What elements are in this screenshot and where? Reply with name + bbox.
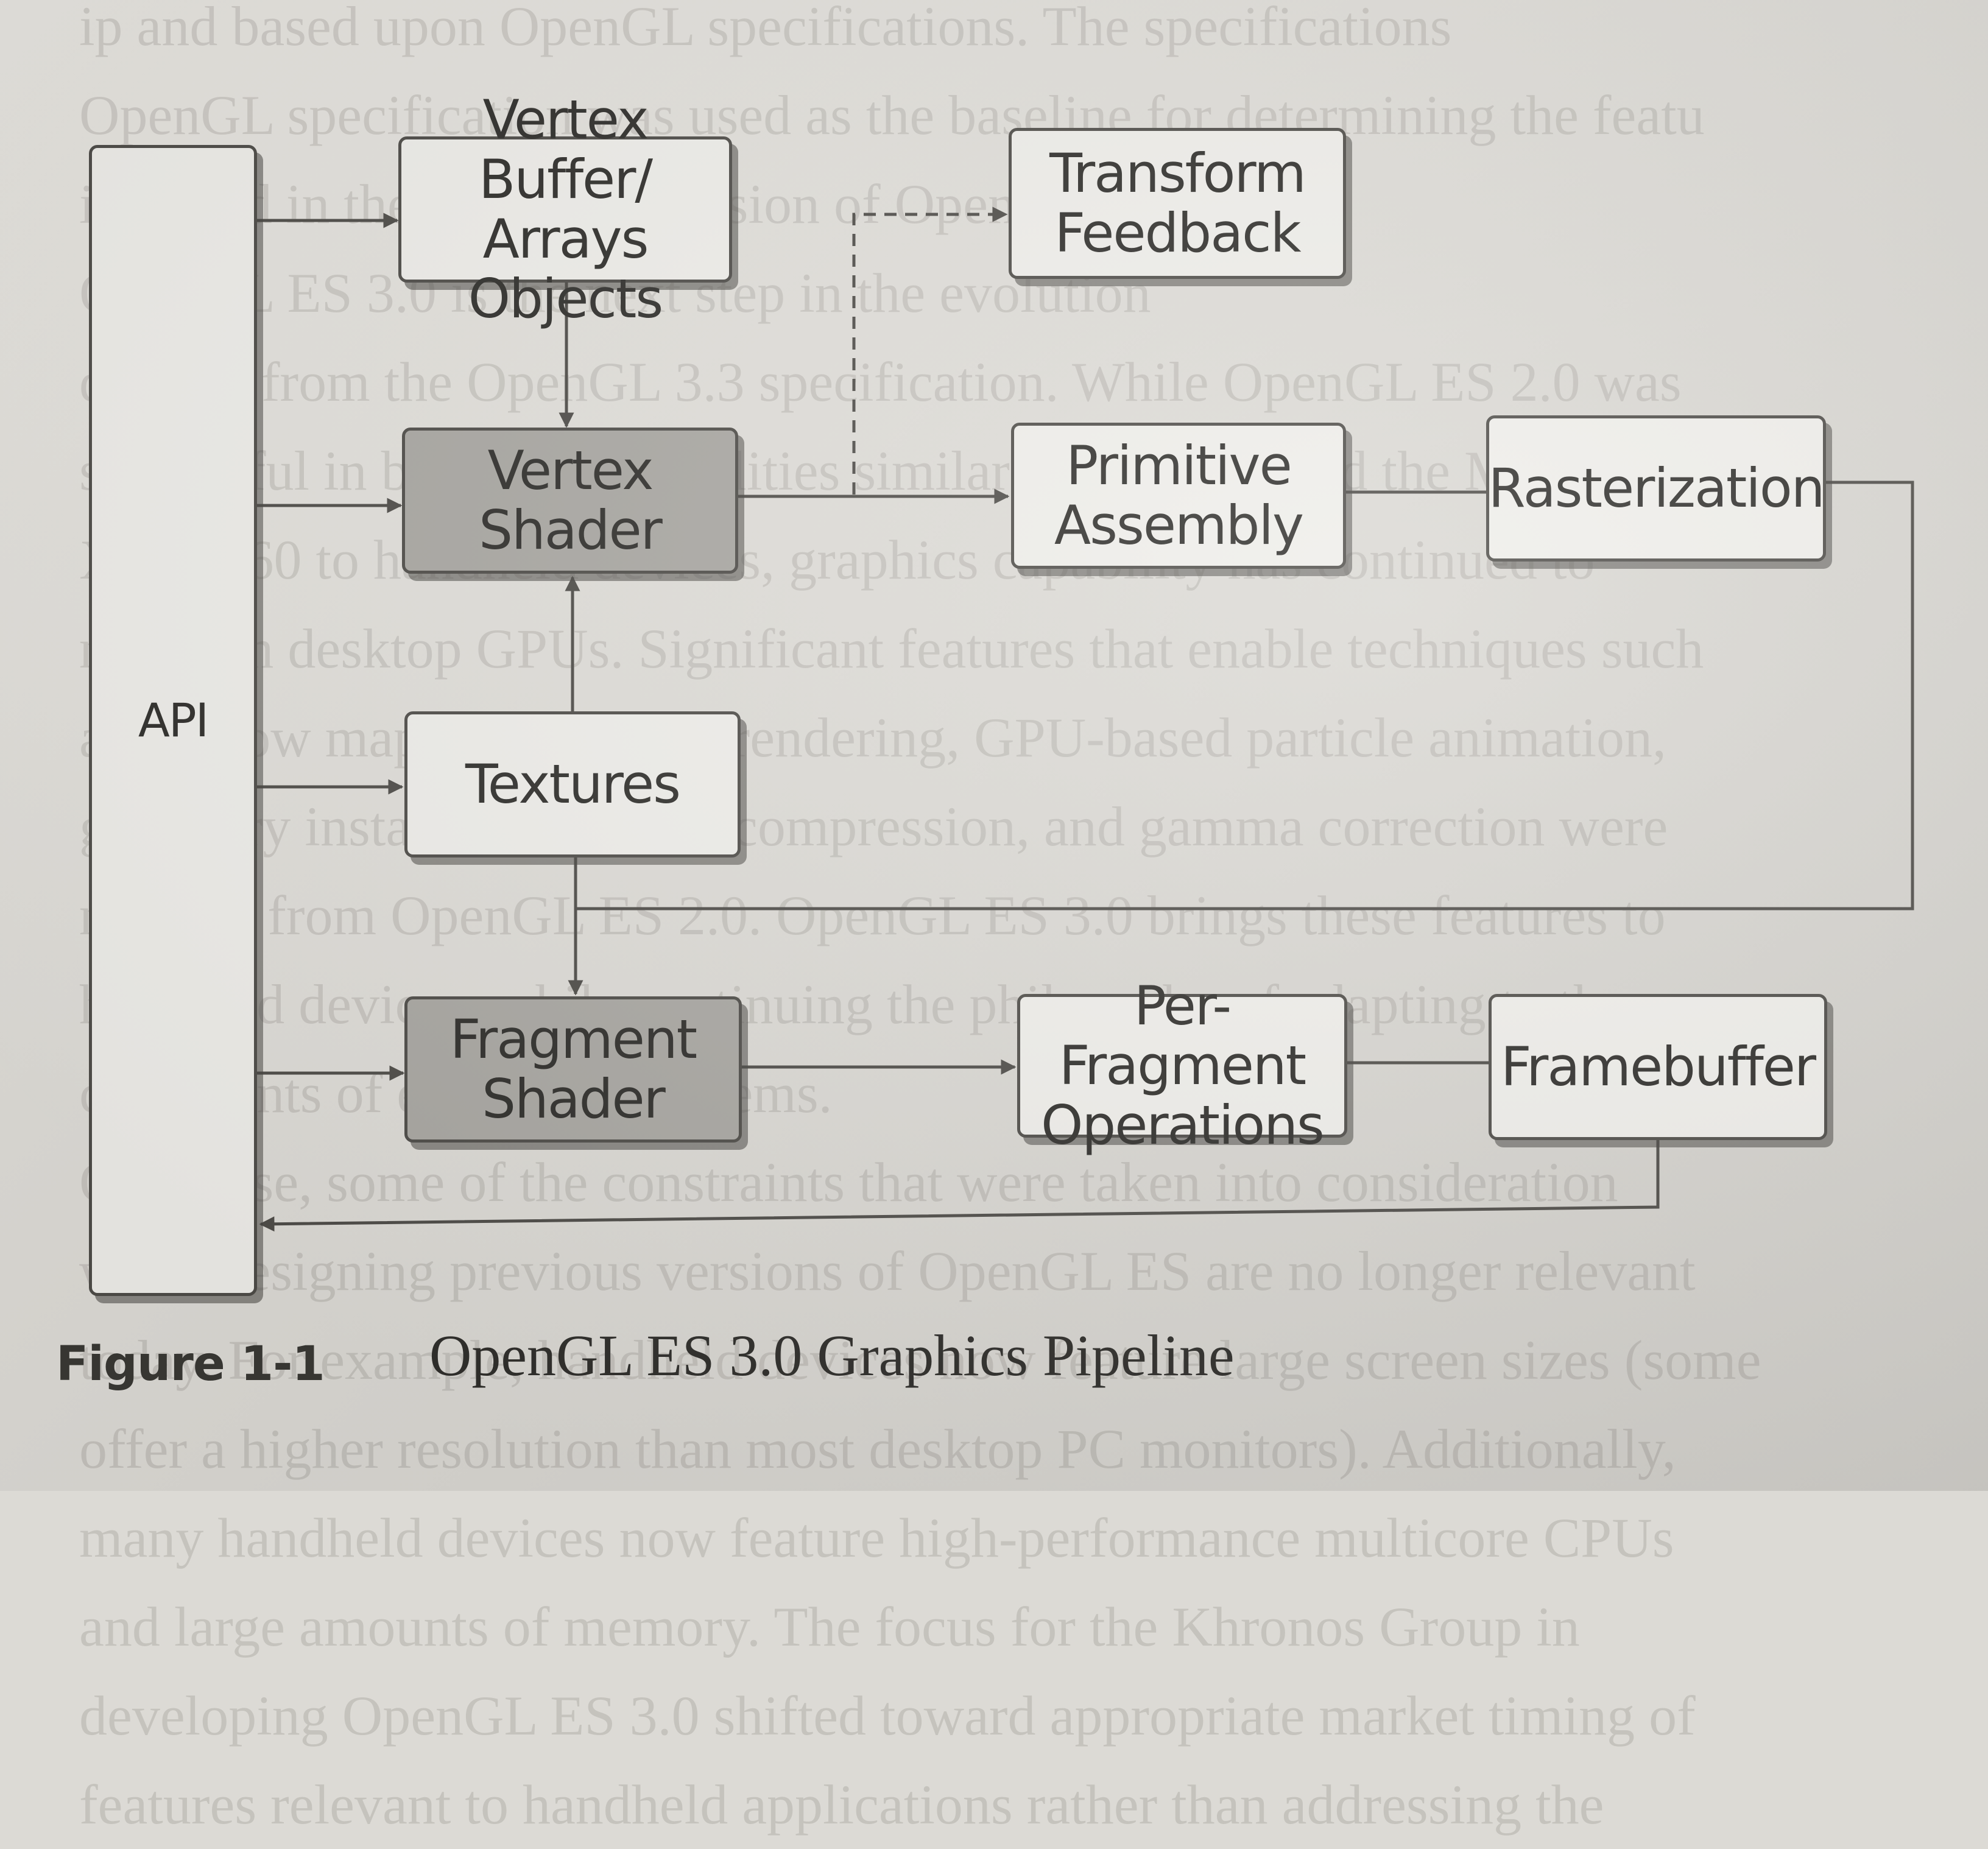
bleed-through-line: offer a higher resolution than most desk…	[79, 1418, 1676, 1480]
per-fragment-operations-box: Per-Fragment Operations	[1017, 976, 1347, 1155]
bleed-through-line: geometry instancing, texture compression…	[79, 795, 1668, 858]
bleed-through-line: developing OpenGL ES 3.0 shifted toward …	[79, 1685, 1696, 1747]
arrow-dashed-to-transform-feedback	[852, 206, 1008, 495]
fragment-shader-label: Fragment Shader	[449, 1008, 697, 1130]
bleed-through-line: handheld devices, while continuing the p…	[79, 973, 1626, 1035]
bleed-through-line: OpenGL specification was used as the bas…	[79, 84, 1705, 146]
bleed-through-line: as shadow mapping, volume rendering, GPU…	[79, 706, 1667, 769]
textures-label: Textures	[465, 753, 681, 815]
api-box: API	[89, 145, 257, 1296]
textures-box: Textures	[404, 711, 741, 858]
rasterization-box: Rasterization	[1486, 415, 1826, 562]
arrow-framebuffer-to-api	[259, 1139, 1660, 1232]
vertex-shader-box: Vertex Shader	[402, 428, 738, 574]
framebuffer-label: Framebuffer	[1500, 1035, 1816, 1098]
fragment-shader-box: Fragment Shader	[404, 996, 742, 1143]
vertex-buffer-box: Vertex Buffer/ Arrays Objects	[398, 90, 732, 329]
figure-label: Figure 1-1	[56, 1337, 325, 1392]
bleed-through-line: missing from OpenGL ES 2.0. OpenGL ES 3.…	[79, 884, 1666, 946]
transform-feedback-box: Transform Feedback	[1009, 128, 1346, 279]
vertex-buffer-label: Vertex Buffer/ Arrays Objects	[468, 88, 663, 330]
bleed-through-line: derived from the OpenGL 3.3 specificatio…	[79, 351, 1682, 413]
rasterization-label: Rasterization	[1488, 457, 1825, 519]
framebuffer-box: Framebuffer	[1489, 994, 1827, 1140]
bleed-through-line: while designing previous versions of Ope…	[79, 1240, 1696, 1302]
primitive-assembly-box: Primitive Assembly	[1011, 423, 1346, 569]
pipeline-connectors	[256, 206, 1914, 1232]
line-rasterization-loop	[576, 481, 1914, 910]
bleed-through-line: move on desktop GPUs. Significant featur…	[79, 618, 1704, 680]
primitive-assembly-label: Primitive Assembly	[1054, 434, 1304, 557]
figure-title: OpenGL ES 3.0 Graphics Pipeline	[429, 1323, 1235, 1388]
bleed-through-line: Of course, some of the constraints that …	[79, 1151, 1618, 1213]
bleed-through-line: and large amounts of memory. The focus f…	[79, 1596, 1580, 1658]
transform-feedback-label: Transform Feedback	[1049, 142, 1306, 264]
bleed-through-line: today. For example, handheld devices now…	[79, 1329, 1761, 1391]
vertex-shader-label: Vertex Shader	[479, 439, 663, 562]
bleed-through-line: many handheld devices now feature high-p…	[79, 1507, 1674, 1569]
per-fragment-operations-label: Per-Fragment Operations	[1041, 974, 1325, 1157]
bleed-through-line: ip and based upon OpenGL specifications.…	[79, 0, 1452, 57]
bleed-through-line: features relevant to handheld applicatio…	[79, 1773, 1604, 1836]
api-label: API	[138, 693, 209, 747]
